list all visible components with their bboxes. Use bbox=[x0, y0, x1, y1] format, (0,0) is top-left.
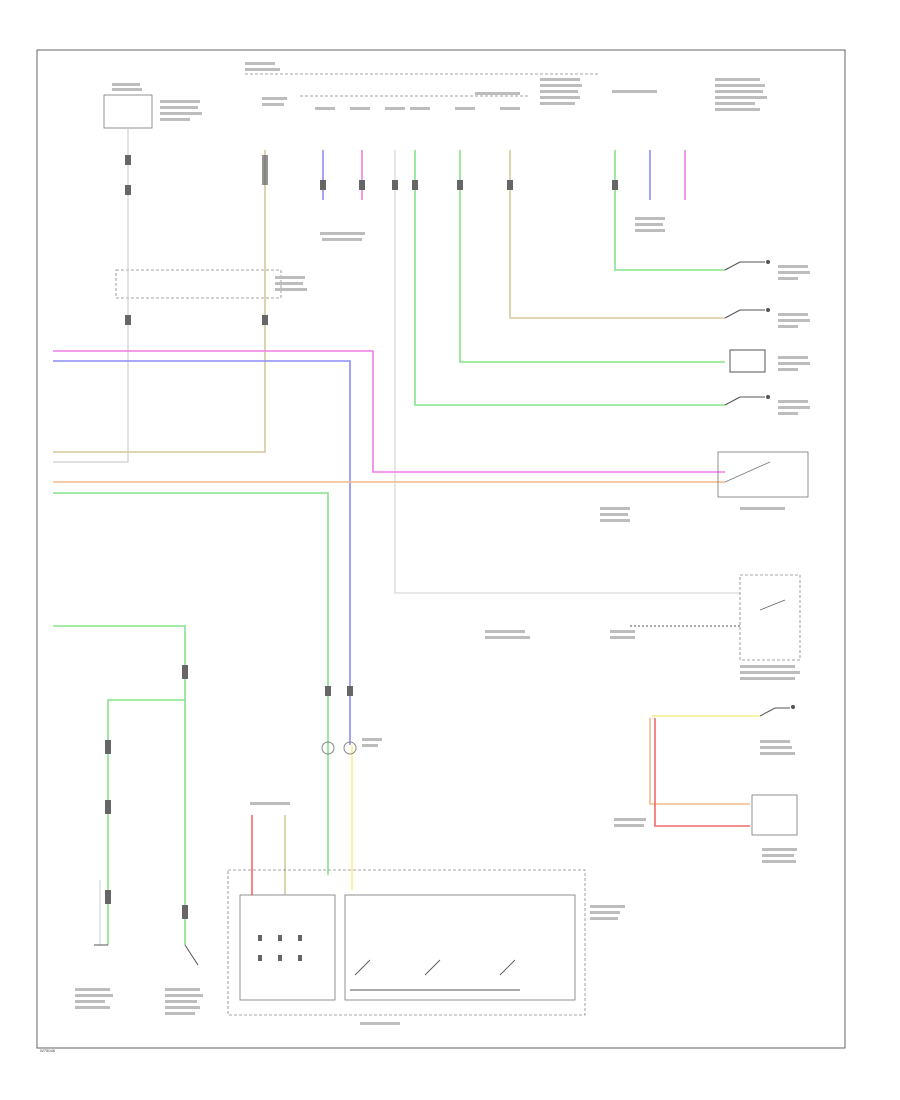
switch-ground-1 bbox=[766, 260, 770, 264]
center-junction-box bbox=[115, 269, 282, 299]
switch-ground-3 bbox=[766, 395, 770, 399]
switch-ground-2 bbox=[766, 308, 770, 312]
wire-green-6 bbox=[107, 699, 185, 945]
label-lines bbox=[75, 62, 810, 1025]
wire-gray-2 bbox=[394, 150, 520, 594]
pressure-switch-inner bbox=[759, 599, 786, 611]
fuel-module-inner bbox=[724, 461, 771, 483]
steering-switch-contacts bbox=[350, 959, 520, 991]
wire-green-5 bbox=[53, 625, 186, 945]
steering-switch-right bbox=[344, 894, 576, 1001]
wire-green-4 bbox=[53, 492, 329, 875]
pressure-switch-box bbox=[739, 574, 801, 661]
top-connector-marks bbox=[105, 155, 618, 919]
steering-switch-pins bbox=[258, 935, 302, 961]
steering-switch-left bbox=[239, 894, 336, 1001]
wire-green-1 bbox=[614, 150, 725, 271]
top-left-module-box bbox=[103, 94, 153, 129]
steering-switch-outer bbox=[227, 869, 586, 1016]
diagram-frame bbox=[36, 49, 846, 1049]
switch-ground-4 bbox=[791, 705, 795, 709]
fuse-1 bbox=[321, 741, 335, 755]
footer-code: W75048 bbox=[40, 1048, 56, 1053]
fuel-module-box bbox=[717, 451, 809, 498]
wire-tan-1 bbox=[53, 150, 266, 453]
lower-left-switch bbox=[184, 944, 199, 966]
wire-gray-1 bbox=[53, 128, 129, 463]
wire-orange-2 bbox=[649, 718, 750, 805]
fuse-2 bbox=[343, 741, 357, 755]
wire-blue-1 bbox=[53, 360, 351, 745]
right-switches bbox=[724, 261, 790, 717]
bottom-right-module-box bbox=[751, 794, 798, 836]
wire-green-3 bbox=[414, 150, 725, 406]
wire-red-1 bbox=[654, 718, 750, 827]
wire-tan-2 bbox=[509, 150, 725, 319]
wire-pink-1 bbox=[53, 350, 725, 473]
wire-green-2 bbox=[459, 150, 725, 363]
